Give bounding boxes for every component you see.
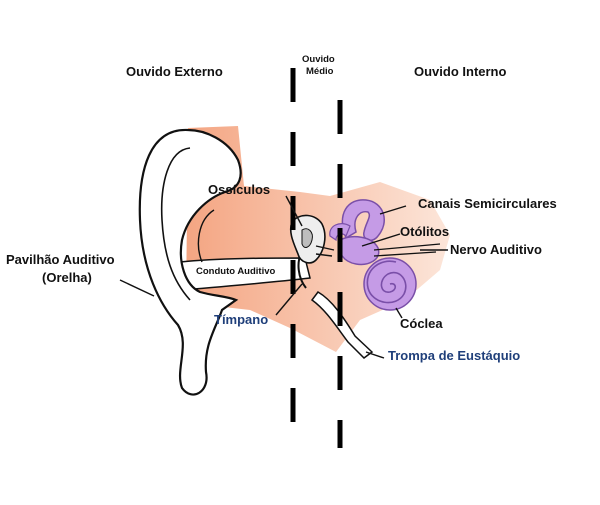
leader-otoliths	[361, 233, 401, 247]
label-pinna-line1: Pavilhão Auditivo	[6, 252, 115, 267]
section-middle-ear-line1: Ouvido	[302, 54, 335, 65]
leader-eardrum	[275, 283, 303, 316]
leader-cochlea	[395, 307, 403, 319]
section-middle-ear-line2: Médio	[306, 66, 334, 77]
cochlea-spiral	[366, 260, 407, 304]
leader-semicircular	[379, 205, 407, 215]
label-ossicles: Ossículos	[208, 182, 271, 197]
label-ear-canal: Conduto Auditivo	[196, 266, 276, 277]
section-inner-ear: Ouvido Interno	[414, 64, 507, 79]
label-otoliths: Otólitos	[400, 224, 450, 239]
pinna-shape	[138, 128, 242, 396]
section-outer-ear: Ouvido Externo	[126, 64, 223, 79]
label-semicircular-canals: Canais Semicirculares	[418, 196, 557, 211]
label-auditory-nerve: Nervo Auditivo	[450, 242, 542, 257]
leader-eustachian	[365, 351, 385, 359]
label-eustachian-tube: Trompa de Eustáquio	[388, 348, 521, 363]
leader-ossicles	[285, 195, 303, 227]
pinna-helix-fold	[160, 147, 191, 301]
ossicles-inner	[301, 228, 313, 248]
leader-pinna	[119, 279, 155, 297]
label-pinna-line2: (Orelha)	[42, 270, 92, 285]
pinna-concha	[197, 209, 215, 263]
ear-canal	[179, 257, 311, 291]
stapes	[315, 245, 335, 257]
label-eardrum: Tímpano	[214, 312, 269, 327]
auditory-nerve-shape	[373, 243, 441, 257]
label-cochlea: Cóclea	[400, 316, 443, 331]
